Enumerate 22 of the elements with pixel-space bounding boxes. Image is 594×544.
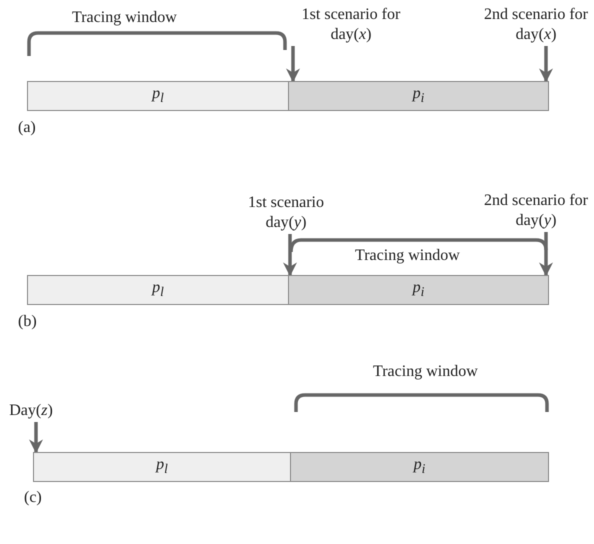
arrow [539,46,553,82]
panel-label: (c) [24,488,42,508]
scenario-label: 1st scenario for day(x) [290,4,412,46]
arrow [539,232,553,276]
period-bar: p$_{l}$ [27,81,289,111]
period-bar: p$_{i}$ [288,81,549,111]
panel-label: (a) [18,118,36,138]
arrow [29,422,43,454]
arrow [286,46,300,82]
scenario-label: 2nd scenario for day(y) [478,190,594,232]
scenario-label: Day(z) [2,400,60,422]
bracket-label: Tracing window [373,362,478,382]
scenario-label: 2nd scenario for day(x) [478,4,594,46]
period-bar: p$_{l}$ [27,275,289,305]
bracket-label: Tracing window [72,8,177,28]
bracket-label: Tracing window [355,246,460,266]
period-bar: p$_{l}$ [33,452,291,482]
period-bar: p$_{i}$ [288,275,549,305]
arrow [283,234,297,276]
panel-label: (b) [18,312,37,332]
scenario-label: 1st scenario day(y) [228,192,344,234]
period-bar: p$_{i}$ [290,452,549,482]
